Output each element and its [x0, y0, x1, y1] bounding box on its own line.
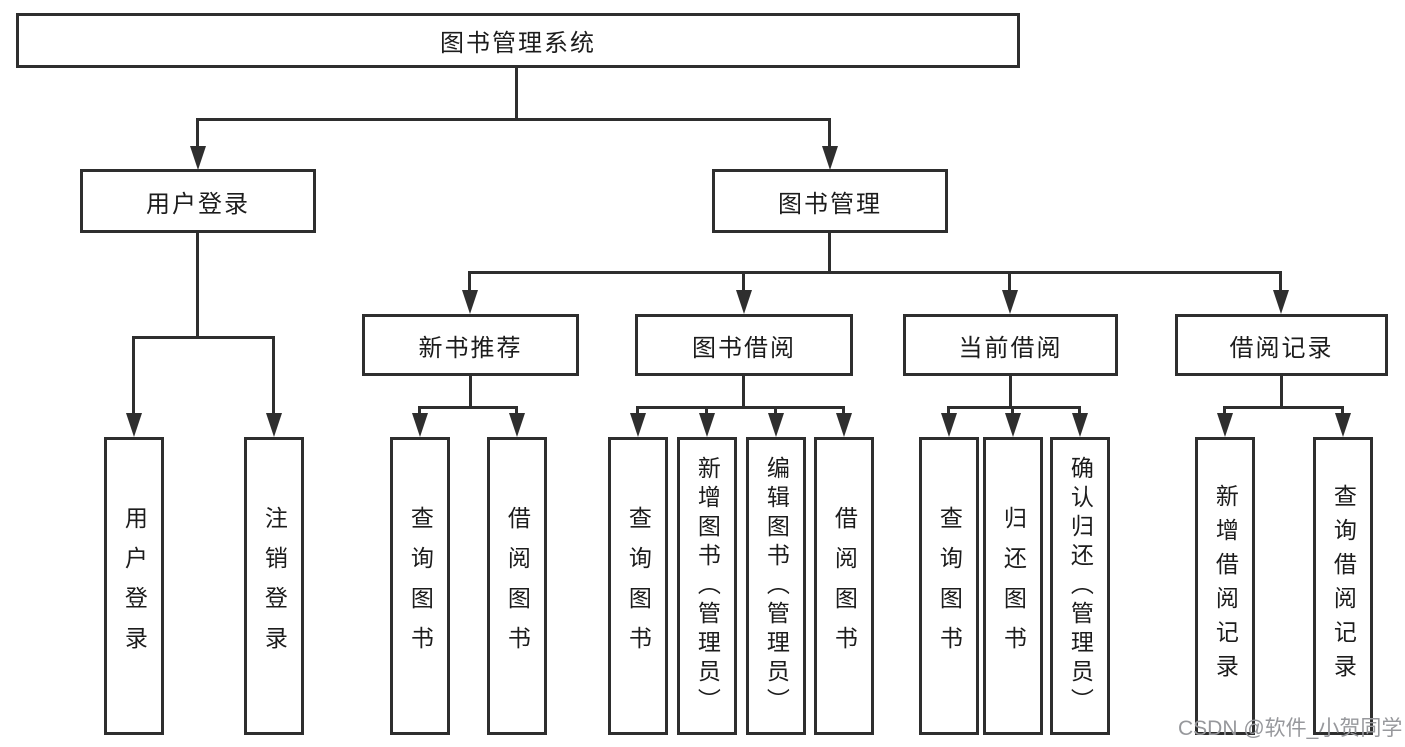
connector-borrowing-down	[742, 376, 745, 406]
arrowhead-leaf-icon	[768, 413, 784, 437]
connector-leaf-stem	[947, 406, 950, 416]
arrowhead-leaf-icon	[1072, 413, 1088, 437]
arrowhead-leaf-icon	[1005, 413, 1021, 437]
leaf-user-login: 用户登录	[104, 437, 164, 735]
leaf-edit-books-admin: 编辑图书（管理员）	[746, 437, 806, 735]
leaf-query-borrow-record: 查询借阅记录	[1313, 437, 1373, 735]
connector-leaf-logout-stem	[272, 336, 275, 416]
connector-leaf-stem	[1011, 406, 1014, 416]
node-current-borrowing: 当前借阅	[903, 314, 1118, 376]
leaf-label: 确认归还（管理员）	[1067, 455, 1094, 717]
leaf-label: 新增借阅记录	[1212, 484, 1239, 688]
connector-leaf-stem	[515, 406, 518, 416]
connector-leaf-stem	[774, 406, 777, 416]
connector-newbook-stem	[468, 271, 471, 293]
leaf-query-books-recommend: 查询图书	[390, 437, 450, 735]
connector-level2-bar	[468, 271, 1282, 274]
leaf-label: 查询图书	[407, 506, 434, 666]
connector-leaf-stem	[1341, 406, 1344, 416]
arrowhead-leaf-logout-icon	[266, 413, 282, 437]
connector-newbook-bar	[418, 406, 518, 409]
connector-borrowing-stem	[742, 271, 745, 293]
leaf-label: 新增图书（管理员）	[694, 455, 721, 717]
leaf-confirm-return-admin: 确认归还（管理员）	[1050, 437, 1110, 735]
leaf-borrow-books-recommend: 借阅图书	[487, 437, 547, 735]
connector-newbook-down	[469, 376, 472, 406]
arrowhead-borrowing-icon	[736, 290, 752, 314]
arrowhead-leaf-icon	[509, 413, 525, 437]
connector-mgmt-branch-stem	[828, 233, 831, 271]
node-book-management: 图书管理	[712, 169, 948, 233]
arrowhead-leaf-icon	[630, 413, 646, 437]
connector-records-bar	[1223, 406, 1344, 409]
leaf-label: 编辑图书（管理员）	[763, 455, 790, 717]
connector-book-mgmt-stem	[828, 118, 831, 150]
leaf-query-books-current: 查询图书	[919, 437, 979, 735]
node-borrowing-records: 借阅记录	[1175, 314, 1388, 376]
connector-leaf-stem	[1223, 406, 1226, 416]
leaf-label: 借阅图书	[831, 506, 858, 666]
leaf-label: 查询图书	[625, 506, 652, 666]
connector-current-down	[1009, 376, 1012, 406]
node-new-book-recommend: 新书推荐	[362, 314, 579, 376]
leaf-query-books-borrowing: 查询图书	[608, 437, 668, 735]
connector-leaf-stem	[842, 406, 845, 416]
arrowhead-leaf-icon	[699, 413, 715, 437]
connector-records-stem	[1279, 271, 1282, 293]
leaf-return-books: 归还图书	[983, 437, 1043, 735]
arrowhead-leaf-icon	[1335, 413, 1351, 437]
connector-records-down	[1280, 376, 1283, 406]
arrowhead-newbook-icon	[462, 290, 478, 314]
connector-user-login-stem	[196, 118, 199, 150]
leaf-add-books-admin: 新增图书（管理员）	[677, 437, 737, 735]
leaf-label: 用户登录	[121, 506, 148, 666]
connector-leaf-stem	[705, 406, 708, 416]
leaf-label: 注销登录	[261, 506, 288, 666]
connector-leaf-stem	[418, 406, 421, 416]
connector-leaf-stem	[1078, 406, 1081, 416]
node-book-borrowing: 图书借阅	[635, 314, 853, 376]
arrowhead-book-mgmt-icon	[822, 146, 838, 170]
connector-current-bar	[947, 406, 1081, 409]
leaf-add-borrow-record: 新增借阅记录	[1195, 437, 1255, 735]
arrowhead-leaf-icon	[1217, 413, 1233, 437]
arrowhead-leaf-login-icon	[126, 413, 142, 437]
connector-level1-bar	[196, 118, 831, 121]
arrowhead-user-login-icon	[190, 146, 206, 170]
connector-root-stem	[515, 67, 518, 118]
leaf-label: 归还图书	[1000, 506, 1027, 666]
connector-login-branch-stem	[196, 233, 199, 336]
connector-current-stem	[1008, 271, 1011, 293]
connector-leaf-stem	[636, 406, 639, 416]
leaf-label: 借阅图书	[504, 506, 531, 666]
connector-login-branch-bar	[132, 336, 275, 339]
arrowhead-leaf-icon	[941, 413, 957, 437]
connector-leaf-login-stem	[132, 336, 135, 416]
node-user-login: 用户登录	[80, 169, 316, 233]
arrowhead-current-icon	[1002, 290, 1018, 314]
leaf-logout: 注销登录	[244, 437, 304, 735]
arrowhead-records-icon	[1273, 290, 1289, 314]
leaf-borrow-books: 借阅图书	[814, 437, 874, 735]
connector-borrowing-bar	[636, 406, 845, 409]
csdn-watermark: CSDN @软件_小贺同学	[1178, 717, 1403, 740]
arrowhead-leaf-icon	[836, 413, 852, 437]
leaf-label: 查询借阅记录	[1330, 484, 1357, 688]
arrowhead-leaf-icon	[412, 413, 428, 437]
node-root-system: 图书管理系统	[16, 13, 1020, 68]
leaf-label: 查询图书	[936, 506, 963, 666]
